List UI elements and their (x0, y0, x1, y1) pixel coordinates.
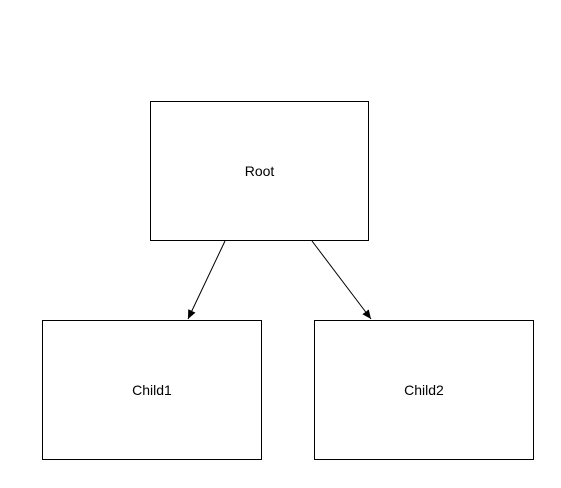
root-node-label: Root (244, 163, 275, 179)
edge-root-child1 (187, 240, 226, 320)
child2-node-label: Child2 (404, 382, 444, 398)
child1-node-label: Child1 (132, 382, 172, 398)
child1-node[interactable]: Child1 (42, 320, 262, 460)
child2-node[interactable]: Child2 (314, 320, 534, 460)
edge-root-child2 (311, 240, 372, 320)
root-node[interactable]: Root (150, 101, 369, 241)
